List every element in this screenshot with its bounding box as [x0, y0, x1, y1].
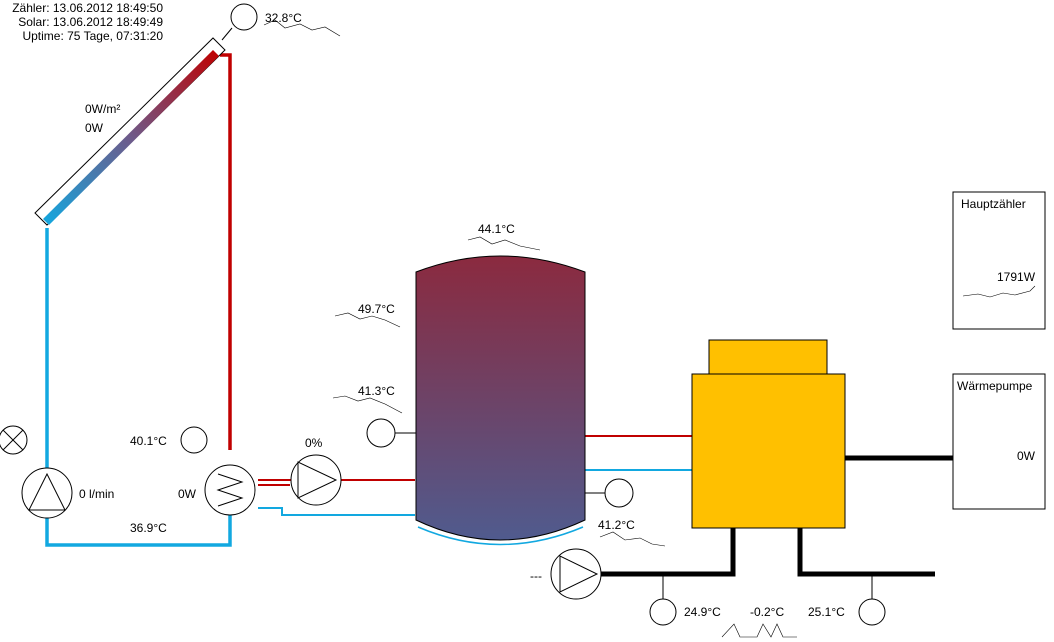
- tank-upper-temp: 49.7°C: [358, 302, 395, 316]
- storage-tank: [415, 255, 586, 546]
- hp-temp-mid: -0.2°C: [750, 605, 784, 619]
- uptime-text: Uptime: 75 Tage, 07:31:20: [22, 29, 163, 43]
- hp-box-power: 0W: [1017, 449, 1036, 463]
- pump-percent: 0%: [305, 436, 323, 450]
- hp-temp-right: 25.1°C: [808, 605, 845, 619]
- heat-pump: [691, 339, 846, 529]
- tank-top-temp: 44.1°C: [478, 222, 515, 236]
- meter-power: 1791W: [997, 270, 1036, 284]
- solar-timestamp: Solar: 13.06.2012 18:49:49: [18, 15, 163, 29]
- collector-irradiance: 0W/m²: [85, 102, 120, 116]
- tank-cold-pipe: [258, 469, 692, 516]
- zaehler-timestamp: Zähler: 13.06.2012 18:49:50: [12, 1, 163, 15]
- tank-middle-sensor-icon: [366, 418, 396, 448]
- status-text: Zähler: 13.06.2012 18:49:50 Solar: 13.06…: [12, 1, 163, 43]
- collector-power: 0W: [85, 121, 104, 135]
- solar-hot-pipe: [220, 53, 232, 450]
- hx-temp: 40.1°C: [130, 434, 167, 448]
- hp-box-label: Wärmepumpe: [957, 379, 1033, 393]
- heatpump-pump-icon: [550, 548, 602, 600]
- collector-sensor-icon: [230, 3, 258, 31]
- hp-pump-status: ---: [530, 569, 542, 583]
- tank-lower-sensor-icon: [604, 478, 634, 508]
- hx-power: 0W: [178, 487, 197, 501]
- tank-middle-temp: 41.3°C: [358, 384, 395, 398]
- tank-lower-temp: 41.2°C: [598, 518, 635, 532]
- heatpump-black-pipes: [600, 455, 955, 577]
- waermepumpe-box: [952, 373, 1046, 510]
- tank-pump-icon: [290, 454, 342, 506]
- hp-right-sensor-icon: [858, 598, 886, 626]
- sparklines: [263, 19, 1036, 638]
- meter-label: Hauptzähler: [961, 197, 1026, 211]
- solar-pump-icon: [21, 467, 73, 519]
- solar-cold-pipe: [45, 228, 232, 547]
- collector-temp: 32.8°C: [265, 11, 302, 25]
- hp-temp-left: 24.9°C: [684, 605, 721, 619]
- hauptzaehler-box: [952, 191, 1046, 330]
- solar-return-temp: 36.9°C: [130, 521, 167, 535]
- solar-collector: [34, 37, 226, 226]
- heat-exchanger-icon: [204, 464, 256, 516]
- valve-icon: [0, 425, 28, 455]
- solar-flow: 0 l/min: [79, 487, 114, 501]
- hx-sensor-icon: [180, 426, 208, 454]
- hp-left-sensor-icon: [649, 598, 677, 626]
